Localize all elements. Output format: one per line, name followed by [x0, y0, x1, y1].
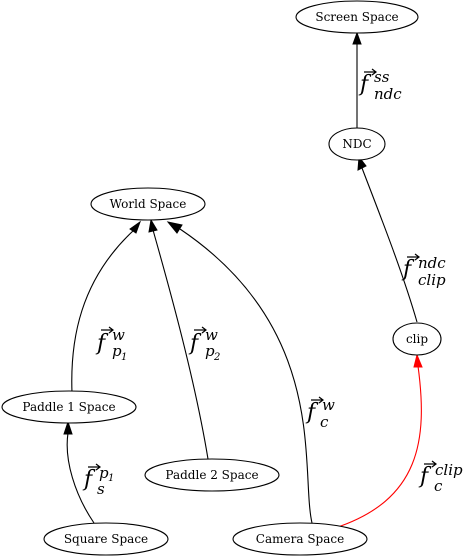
edge-label-subscript: s: [97, 480, 105, 498]
edge-paddle2-to-world: [148, 218, 209, 460]
edge-label-superscript: ss: [374, 68, 390, 86]
edge-label-clip-to-ndc: f ndc clip: [401, 253, 446, 289]
node-label-paddle2-space: Paddle 2 Space: [165, 468, 258, 482]
node-label-clip: clip: [406, 332, 428, 346]
edge-label-symbol: f: [401, 257, 415, 282]
node-world-space: World Space: [90, 187, 206, 221]
edge-camera-to-clip: [334, 353, 423, 529]
edge-label-paddle2-to-world: f w p 2: [188, 326, 220, 363]
edge-label-camera-to-world: f w c: [305, 396, 335, 431]
node-label-paddle1-space: Paddle 1 Space: [22, 400, 115, 414]
edge-label-symbol: f: [418, 464, 432, 489]
node-clip: clip: [392, 322, 442, 356]
node-label-camera-space: Camera Space: [256, 532, 344, 546]
edge-label-symbol: f: [358, 72, 372, 97]
edge-label-subscript: clip: [418, 271, 446, 289]
edge-paddle1-to-world: [71, 220, 142, 394]
edge-label-subscript: ndc: [374, 85, 402, 103]
edge-label-sup-index: 1: [108, 473, 114, 484]
edge-label-subscript: c: [434, 477, 443, 495]
node-paddle2-space: Paddle 2 Space: [144, 458, 280, 492]
edge-label-symbol: f: [95, 331, 109, 356]
edge-label-symbol: f: [305, 400, 319, 425]
edge-label-square-to-paddle1: f p 1 s: [82, 463, 114, 498]
edge-label-symbol: f: [188, 331, 202, 356]
edge-label-superscript: w: [112, 326, 125, 344]
node-label-screen-space: Screen Space: [315, 10, 398, 24]
edge-square-to-paddle1: [63, 420, 95, 524]
node-square-space: Square Space: [43, 522, 169, 556]
edge-label-superscript: clip: [435, 461, 463, 479]
edge-label-ndc-to-screen: f ss ndc: [358, 68, 402, 103]
edge-label-superscript: w: [205, 326, 218, 344]
node-label-ndc: NDC: [342, 137, 371, 151]
node-screen-space: Screen Space: [295, 0, 419, 34]
edge-label-subscript: p: [205, 342, 215, 360]
node-label-world-space: World Space: [110, 197, 187, 211]
edge-clip-to-ndc: [357, 155, 418, 323]
node-paddle1-space: Paddle 1 Space: [1, 390, 137, 424]
node-camera-space: Camera Space: [232, 522, 368, 556]
edge-label-superscript: w: [322, 396, 335, 414]
edge-label-camera-to-clip: f clip c: [418, 460, 463, 495]
edge-ndc-to-screen: [352, 31, 362, 130]
edge-label-sub-index: 1: [121, 352, 127, 363]
edge-label-sub-index: 2: [213, 352, 220, 363]
edge-label-subscript: c: [320, 413, 329, 431]
edge-label-subscript: p: [112, 342, 122, 360]
edge-label-superscript: ndc: [418, 254, 446, 272]
edge-camera-to-world: [166, 221, 313, 524]
edge-label-superscript: p: [99, 464, 109, 482]
edge-label-symbol: f: [82, 467, 96, 492]
node-label-square-space: Square Space: [64, 532, 148, 546]
edge-label-paddle1-to-world: f w p 1: [95, 326, 127, 363]
node-ndc: NDC: [328, 127, 386, 161]
